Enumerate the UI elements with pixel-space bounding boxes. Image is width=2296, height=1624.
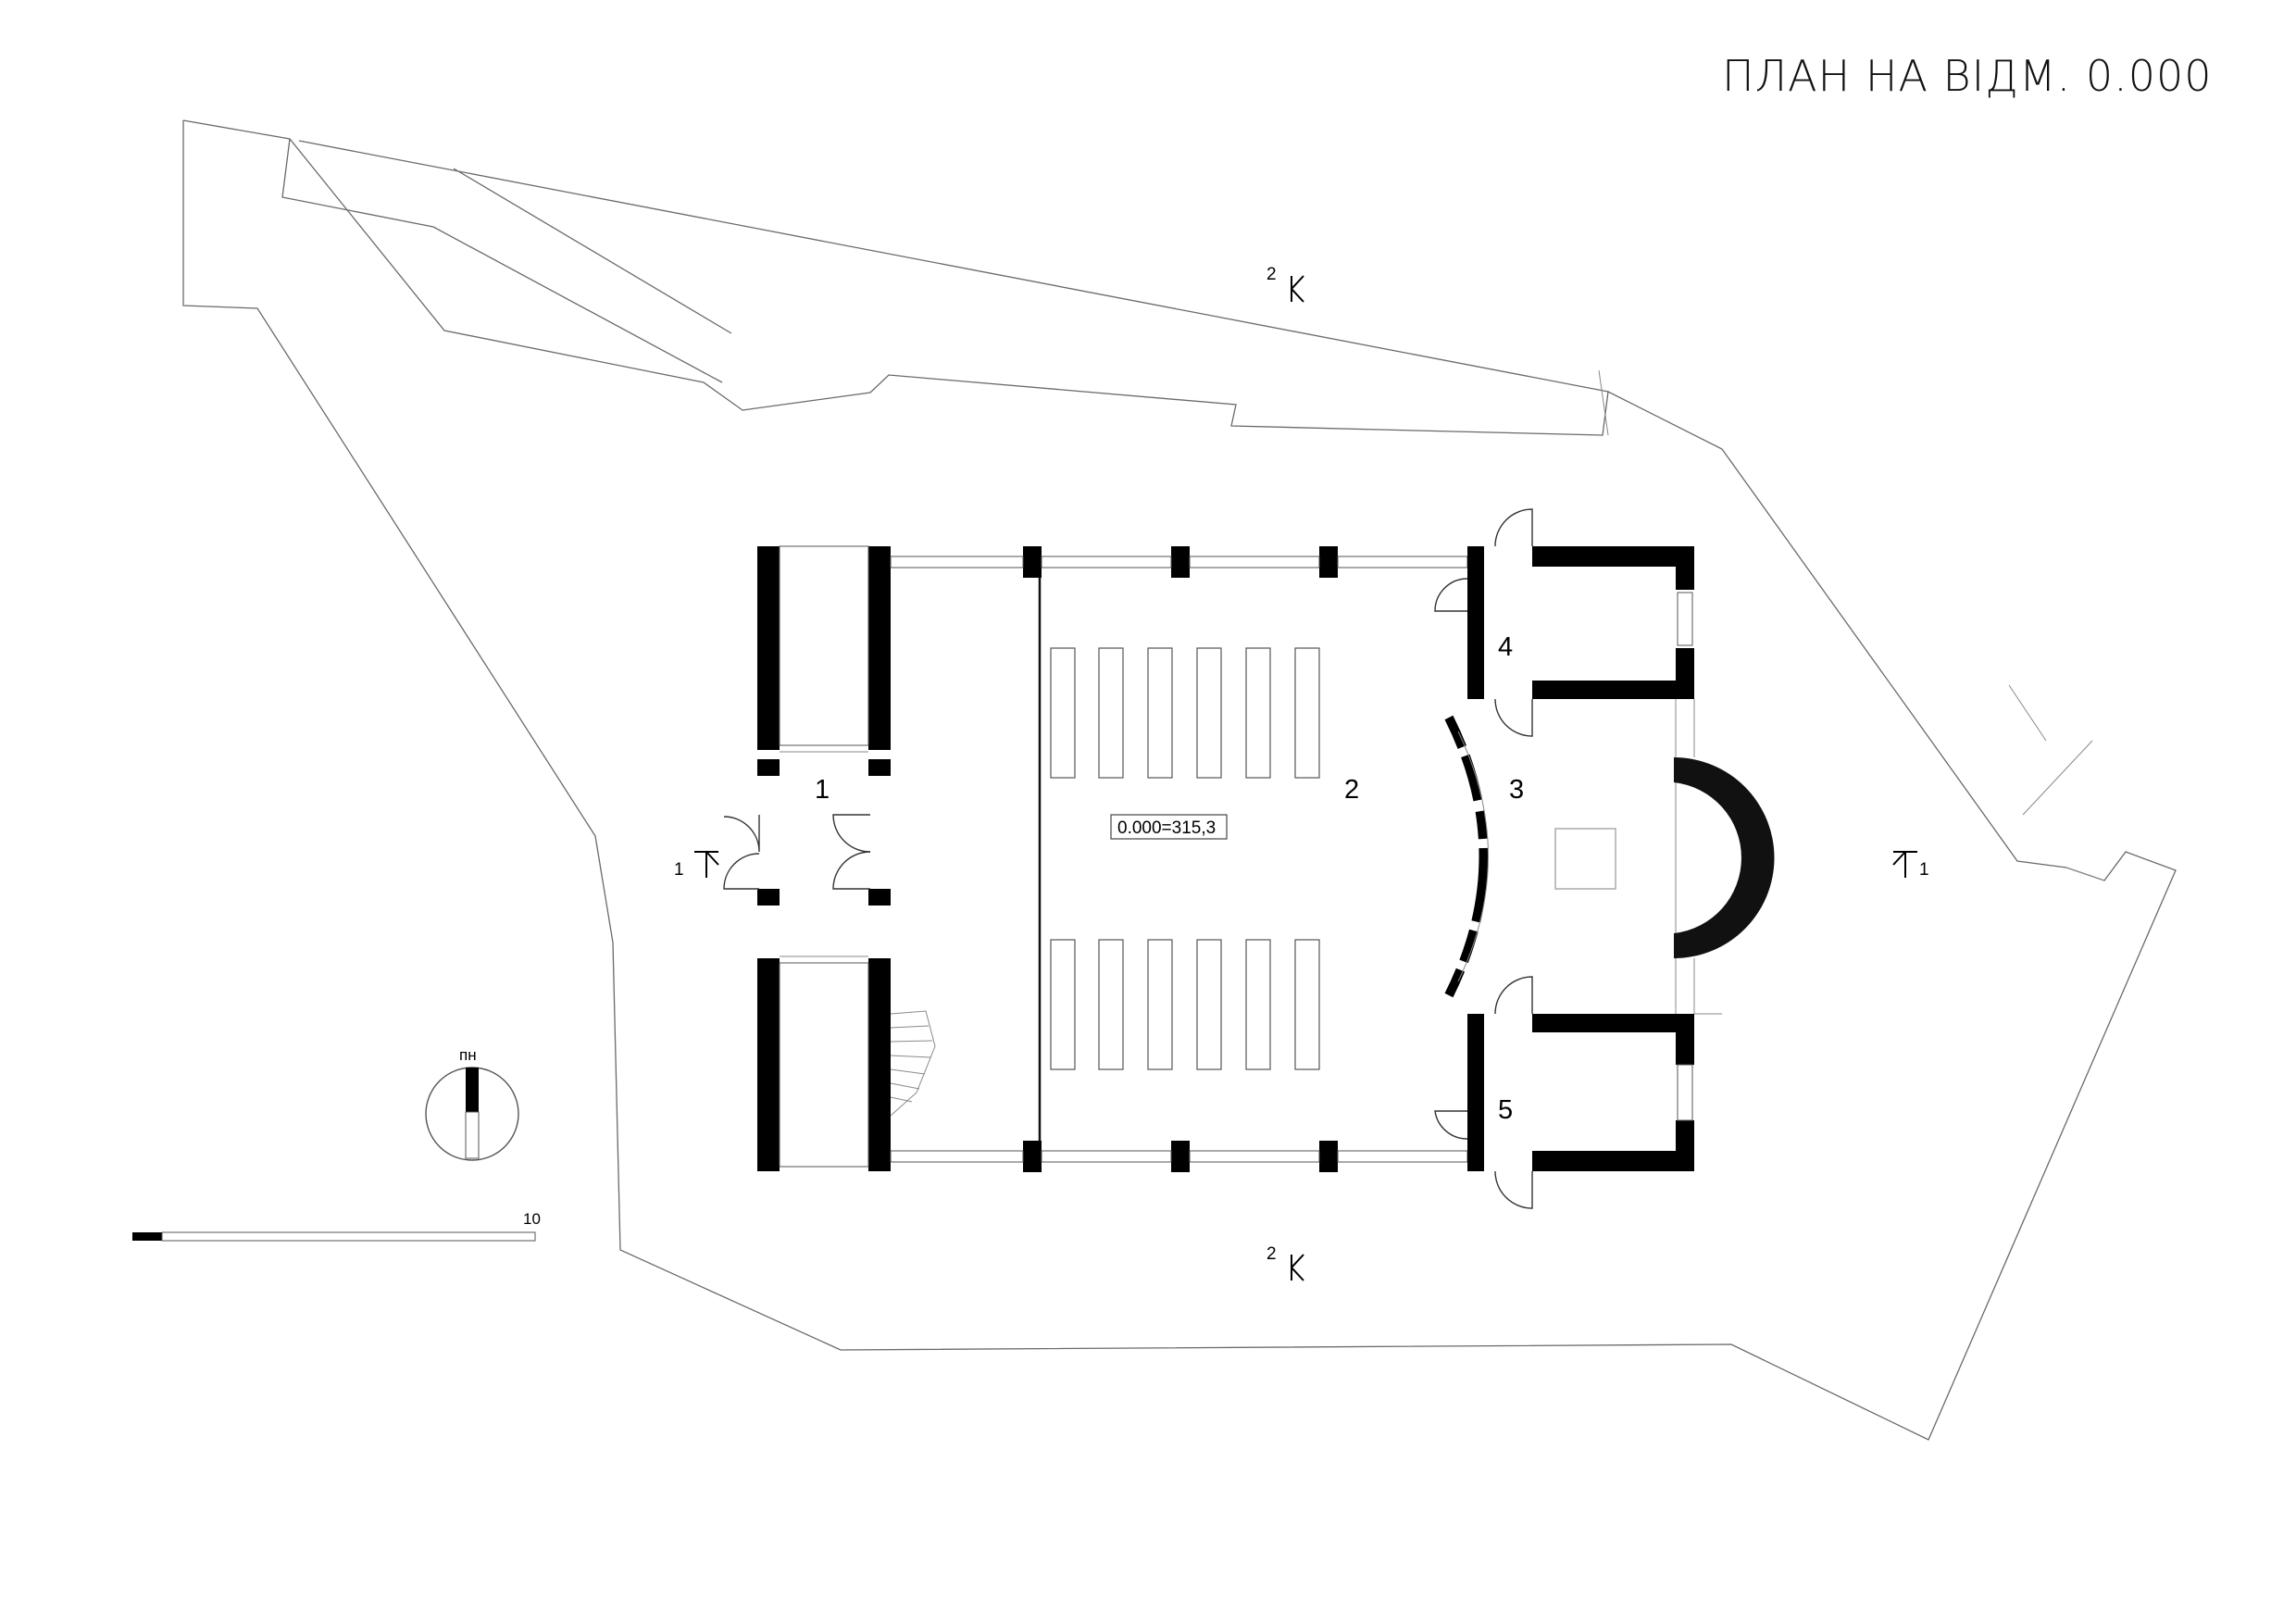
benches-south <box>1050 939 1320 1070</box>
wall-narthex-inner-bottom <box>868 958 891 1171</box>
wall-narthex-west-top <box>757 546 780 750</box>
stair <box>890 1010 936 1117</box>
north-label: пн <box>459 1046 477 1064</box>
svg-text:2: 2 <box>1267 1244 1277 1264</box>
room-5-walls <box>1434 976 1694 1209</box>
iconostasis-arc <box>1444 715 1489 998</box>
building-plan <box>723 508 1775 1209</box>
room-label-1: 1 <box>815 775 830 805</box>
section-mark-2-top: 2 <box>1267 265 1304 303</box>
section-mark-1-right: 1 <box>1892 851 1929 880</box>
entrance-door-right <box>832 814 871 853</box>
north-arrow: пн <box>425 1046 519 1161</box>
drawing-title: ПЛАН НА ВІДМ. 0.000 <box>1722 51 2213 101</box>
svg-text:1: 1 <box>1919 860 1929 880</box>
room-label-5: 5 <box>1498 1095 1513 1125</box>
wall-narthex-inner-top <box>868 546 891 750</box>
room-label-3: 3 <box>1509 775 1524 805</box>
svg-text:2: 2 <box>1267 265 1277 284</box>
scale-label: 10 <box>523 1210 541 1228</box>
apse-wall <box>1674 757 1775 958</box>
benches-north <box>1050 647 1320 779</box>
level-mark: 0.000=315,3 <box>1117 818 1216 838</box>
site-outline <box>182 119 2177 1441</box>
wall-narthex-west-bottom <box>757 958 780 1171</box>
section-mark-1-left: 1 <box>674 851 719 880</box>
altar-table <box>1554 828 1616 890</box>
svg-text:1: 1 <box>674 860 684 880</box>
room-label-2: 2 <box>1344 775 1359 805</box>
scale-bar: 10 <box>132 1210 541 1242</box>
section-mark-2-bottom: 2 <box>1267 1244 1304 1281</box>
room-label-4: 4 <box>1498 632 1513 662</box>
room-4-walls <box>1434 508 1694 737</box>
entrance-door-left <box>723 815 760 853</box>
